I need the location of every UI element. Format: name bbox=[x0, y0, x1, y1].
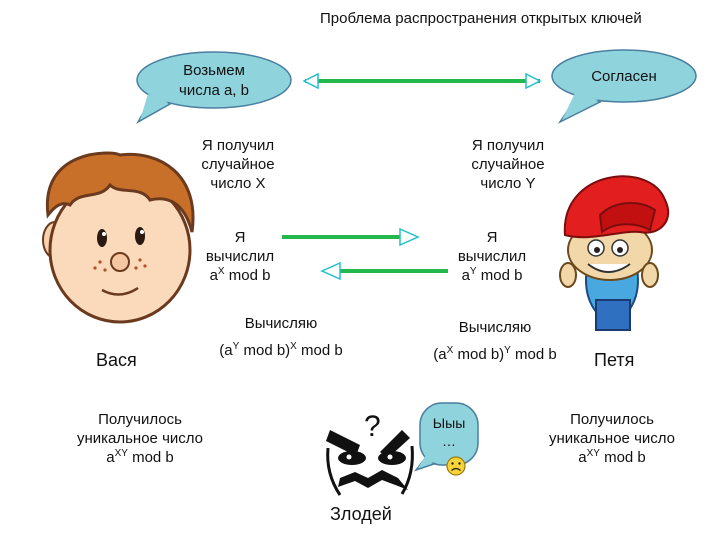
vasya-computing-text: Вычисляю (aY mod b)X mod b bbox=[196, 314, 366, 360]
arrow-petya-to-vasya bbox=[320, 261, 448, 281]
vasya-computing-label: Вычисляю bbox=[244, 315, 318, 332]
petya-received-line-3: число Y bbox=[480, 175, 536, 192]
petya-computed-formula: aY mod b bbox=[461, 266, 523, 285]
villain-bubble-line-2: … bbox=[442, 433, 456, 449]
petya-result-formula: aXY mod b bbox=[578, 448, 646, 467]
petya-result-line-2: уникальное число bbox=[548, 430, 676, 447]
vasya-result-line-1: Получилось bbox=[98, 411, 182, 428]
vasya-result-line-2: уникальное число bbox=[76, 430, 204, 447]
vasya-speech-bubble bbox=[136, 51, 292, 124]
vasya-result-text: Получилось уникальное число aXY mod b bbox=[50, 410, 230, 467]
petya-computing-text: Вычисляю (aX mod b)Y mod b bbox=[410, 318, 580, 364]
petya-result-text: Получилось уникальное число aXY mod b bbox=[522, 410, 702, 467]
villain-bubble-text: Ыыы … bbox=[422, 414, 476, 450]
vasya-bubble-line-1: Возьмем bbox=[183, 62, 245, 79]
petya-computed-line-2: вычислил bbox=[457, 248, 527, 265]
petya-computed-text: Я вычислил aY mod b bbox=[442, 228, 542, 285]
vasya-received-line-2: случайное bbox=[201, 156, 275, 173]
vasya-result-formula: aXY mod b bbox=[106, 448, 174, 467]
vasya-bubble-line-2: числа а, b bbox=[179, 82, 249, 99]
petya-received-line-2: случайное bbox=[471, 156, 545, 173]
petya-bubble-text: Согласен bbox=[591, 68, 657, 85]
petya-speech-bubble bbox=[551, 49, 697, 124]
sad-face-icon bbox=[446, 456, 466, 476]
vasya-bubble-text: Возьмем числа а, b bbox=[150, 61, 278, 101]
villain-angry-face-icon bbox=[326, 430, 414, 496]
petya-computed-line-1: Я bbox=[486, 229, 498, 246]
vasya-computed-line-2: вычислил bbox=[205, 248, 275, 265]
vasya-received-line-1: Я получил bbox=[201, 137, 275, 154]
villain-name-label: Злодей bbox=[330, 504, 392, 524]
petya-character-icon bbox=[559, 175, 670, 331]
petya-received-line-1: Я получил bbox=[471, 137, 545, 154]
vasya-computed-formula: aX mod b bbox=[209, 266, 271, 285]
arrow-vasya-to-petya bbox=[282, 227, 420, 247]
petya-result-line-1: Получилось bbox=[570, 411, 654, 428]
villain-speech-bubble bbox=[413, 402, 479, 476]
petya-name-label: Петя bbox=[594, 350, 635, 370]
petya-computing-formula: (aX mod b)Y mod b bbox=[433, 345, 557, 364]
vasya-face-icon bbox=[42, 151, 195, 324]
agreement-double-arrow bbox=[302, 72, 542, 90]
vasya-name-label: Вася bbox=[96, 350, 137, 370]
petya-received-text: Я получил случайное число Y bbox=[448, 136, 568, 193]
petya-computing-label: Вычисляю bbox=[458, 319, 532, 336]
vasya-computed-text: Я вычислил aX mod b bbox=[190, 228, 290, 285]
page-title: Проблема распространения открытых ключей bbox=[320, 10, 642, 27]
vasya-computing-formula: (aY mod b)X mod b bbox=[219, 341, 343, 360]
vasya-computed-line-1: Я bbox=[234, 229, 246, 246]
vasya-received-text: Я получил случайное число X bbox=[178, 136, 298, 193]
vasya-received-line-3: число X bbox=[210, 175, 266, 192]
villain-bubble-line-1: Ыыы bbox=[432, 415, 466, 431]
question-mark: ? bbox=[364, 410, 381, 443]
